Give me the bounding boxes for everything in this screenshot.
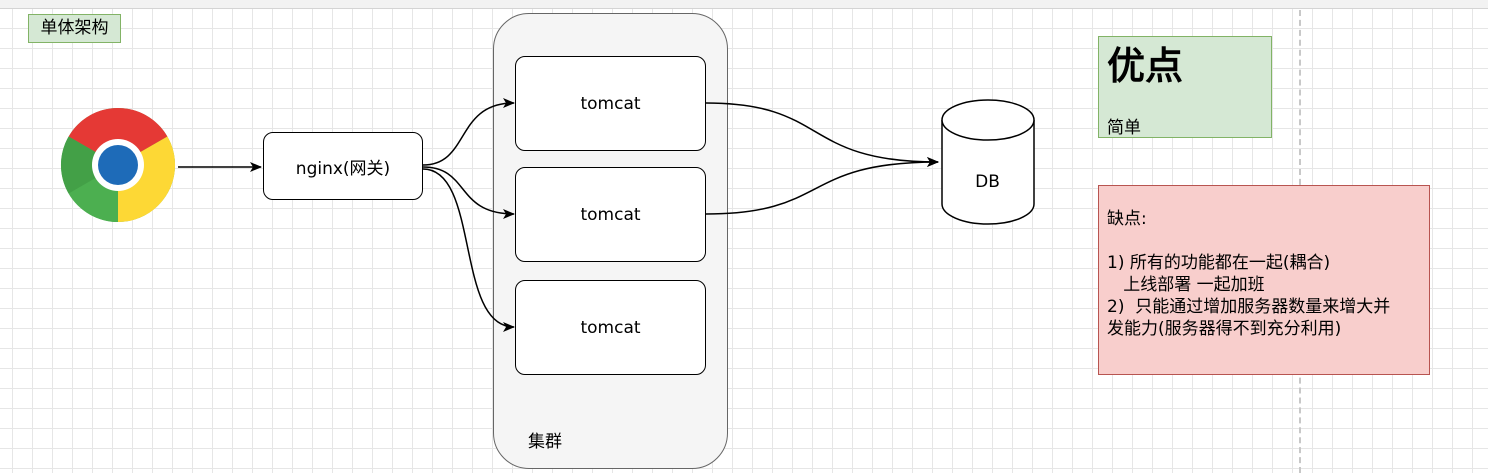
cons-note[interactable]: 缺点: 1) 所有的功能都在一起(耦合) 上线部署 一起加班 2) 只能通过增加… — [1098, 185, 1430, 375]
database-label: DB — [975, 172, 1000, 192]
tomcat-label-3: tomcat — [580, 317, 641, 338]
pros-title: 优点 — [1107, 44, 1184, 88]
edge-tomcat-1-to-db — [705, 102, 939, 167]
nginx-gateway-node[interactable]: nginx(网关) — [263, 132, 423, 200]
chrome-icon[interactable] — [58, 107, 178, 223]
pros-text: 简单 — [1107, 118, 1141, 138]
nginx-gateway-label: nginx(网关) — [295, 158, 391, 179]
top-bar — [0, 0, 1488, 9]
cluster-label: 集群 — [528, 432, 562, 452]
tomcat-node-3[interactable]: tomcat — [515, 280, 706, 375]
edge-tomcat-2-to-db — [705, 157, 939, 215]
database-cylinder[interactable] — [940, 98, 1038, 228]
tomcat-label-2: tomcat — [580, 204, 641, 225]
edge-nginx-to-tomcat-1 — [422, 98, 515, 166]
cons-title: 缺点: — [1107, 209, 1147, 229]
cons-line-1: 1) 所有的功能都在一起(耦合) — [1107, 253, 1331, 273]
cons-line-4: 发能力(服务器得不到充分利用) — [1107, 319, 1342, 339]
cons-line-2: 上线部署 一起加班 — [1107, 275, 1265, 295]
edge-nginx-to-tomcat-2 — [422, 166, 515, 219]
edge-nginx-to-tomcat-3 — [422, 168, 515, 332]
tomcat-node-1[interactable]: tomcat — [515, 56, 706, 151]
tomcat-label-1: tomcat — [580, 93, 641, 114]
pros-note[interactable]: 优点 简单 — [1098, 36, 1272, 138]
cons-spacer — [1107, 230, 1421, 252]
cons-line-3: 2) 只能通过增加服务器数量来增大并 — [1107, 297, 1391, 317]
architecture-title-label[interactable]: 单体架构 — [28, 14, 121, 43]
tomcat-node-2[interactable]: tomcat — [515, 167, 706, 262]
